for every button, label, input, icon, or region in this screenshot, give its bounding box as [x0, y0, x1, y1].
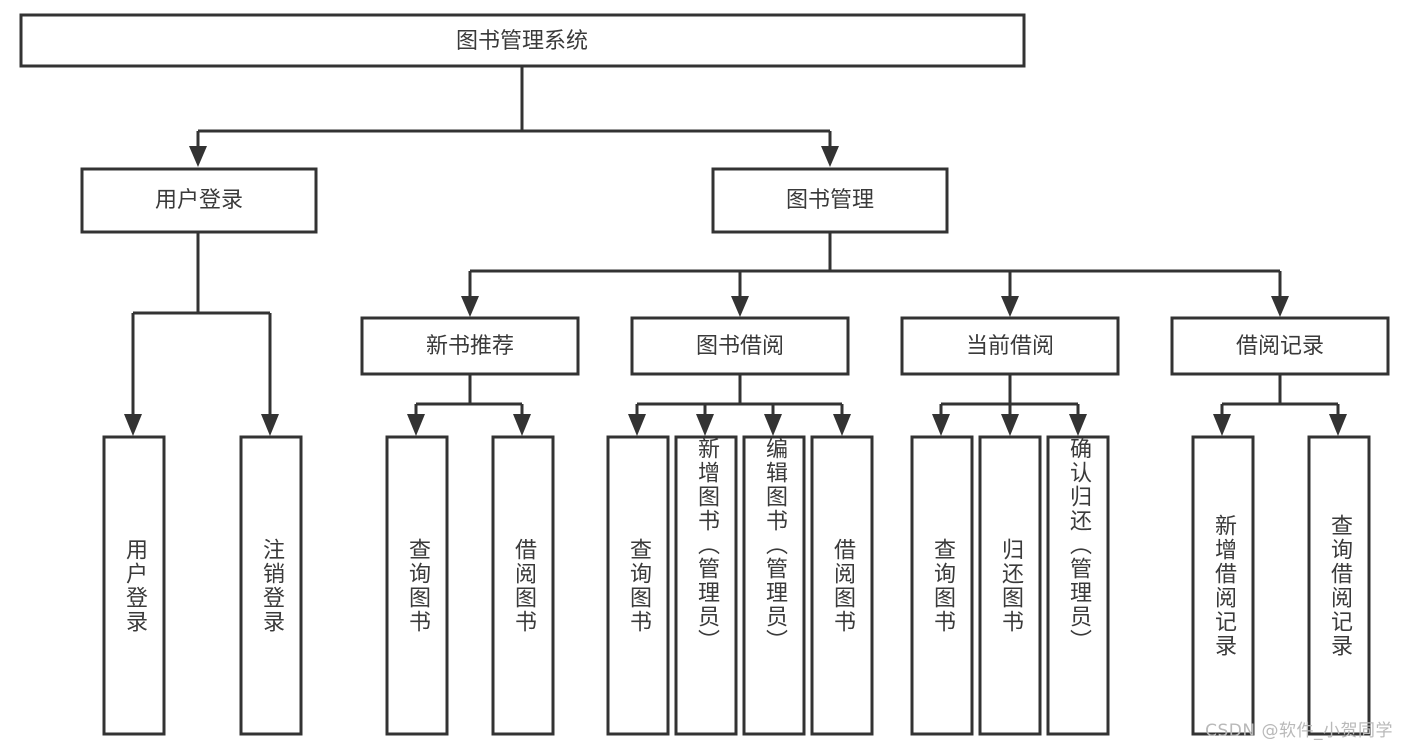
node-box-leaf-query-book-2[interactable]	[606, 435, 670, 736]
node-box-new-book-recommend[interactable]	[360, 316, 580, 376]
node-label-user-login: 用户登录	[155, 188, 243, 213]
connector-group-current-borrow	[932, 374, 1087, 436]
arrow-head-leaf-query-book-1	[407, 414, 425, 436]
node-box-leaf-user-login[interactable]	[102, 435, 166, 736]
arrow-head-current-borrow	[1001, 296, 1019, 317]
arrow-head-leaf-query-record	[1329, 414, 1347, 436]
node-box-book-borrow[interactable]	[630, 316, 850, 376]
connector-group-borrow-record	[1213, 374, 1347, 436]
arrow-head-leaf-borrow-book-2	[833, 414, 851, 436]
node-box-leaf-query-record[interactable]	[1307, 435, 1371, 736]
connector-group-user-login	[124, 232, 279, 436]
arrow-head-user-login	[189, 146, 207, 167]
node-box-leaf-add-book[interactable]	[674, 435, 738, 736]
node-box-book-manage[interactable]	[711, 167, 949, 234]
node-label-book-manage: 图书管理	[786, 188, 874, 213]
arrow-head-leaf-query-book-2	[628, 414, 646, 436]
arrow-head-leaf-logout	[261, 414, 279, 436]
node-box-leaf-logout[interactable]	[239, 435, 303, 736]
node-box-leaf-add-record[interactable]	[1191, 435, 1255, 736]
node-label-current-borrow: 当前借阅	[966, 334, 1054, 359]
node-label-new-book-recommend: 新书推荐	[426, 334, 514, 359]
connector-group-root	[189, 66, 839, 167]
node-box-user-login[interactable]	[80, 167, 318, 234]
node-box-leaf-query-book-1[interactable]	[385, 435, 449, 736]
arrow-head-leaf-query-book-3	[932, 414, 950, 436]
node-box-leaf-return-book[interactable]	[978, 435, 1042, 736]
arrow-head-leaf-return-book	[1001, 414, 1019, 436]
node-box-current-borrow[interactable]	[900, 316, 1120, 376]
connector-group-new-book-recommend	[407, 374, 531, 436]
arrow-head-leaf-edit-book	[764, 414, 782, 436]
node-box-leaf-confirm-return[interactable]	[1046, 435, 1110, 736]
arrow-head-new-book-recommend	[461, 296, 479, 317]
arrow-head-leaf-add-book	[696, 414, 714, 436]
node-box-leaf-borrow-book-1[interactable]	[491, 435, 555, 736]
node-box-borrow-record[interactable]	[1170, 316, 1390, 376]
arrow-head-leaf-add-record	[1213, 414, 1231, 436]
arrow-head-leaf-borrow-book-1	[513, 414, 531, 436]
arrow-head-leaf-confirm-return	[1069, 414, 1087, 436]
node-box-leaf-edit-book[interactable]	[742, 435, 806, 736]
arrow-head-book-borrow	[731, 296, 749, 317]
watermark-text: CSDN @软件_小贺同学	[1205, 721, 1393, 741]
arrow-head-borrow-record	[1271, 296, 1289, 317]
node-label-root: 图书管理系统	[456, 29, 588, 54]
node-box-root[interactable]	[19, 13, 1026, 68]
node-box-leaf-borrow-book-2[interactable]	[810, 435, 874, 736]
node-box-leaf-query-book-3[interactable]	[910, 435, 974, 736]
node-label-borrow-record: 借阅记录	[1236, 334, 1324, 359]
connector-group-book-borrow	[628, 374, 851, 436]
arrow-head-book-manage	[821, 146, 839, 167]
connector-group-book-manage	[461, 232, 1289, 317]
arrow-head-leaf-user-login	[124, 414, 142, 436]
node-label-book-borrow: 图书借阅	[696, 334, 784, 359]
